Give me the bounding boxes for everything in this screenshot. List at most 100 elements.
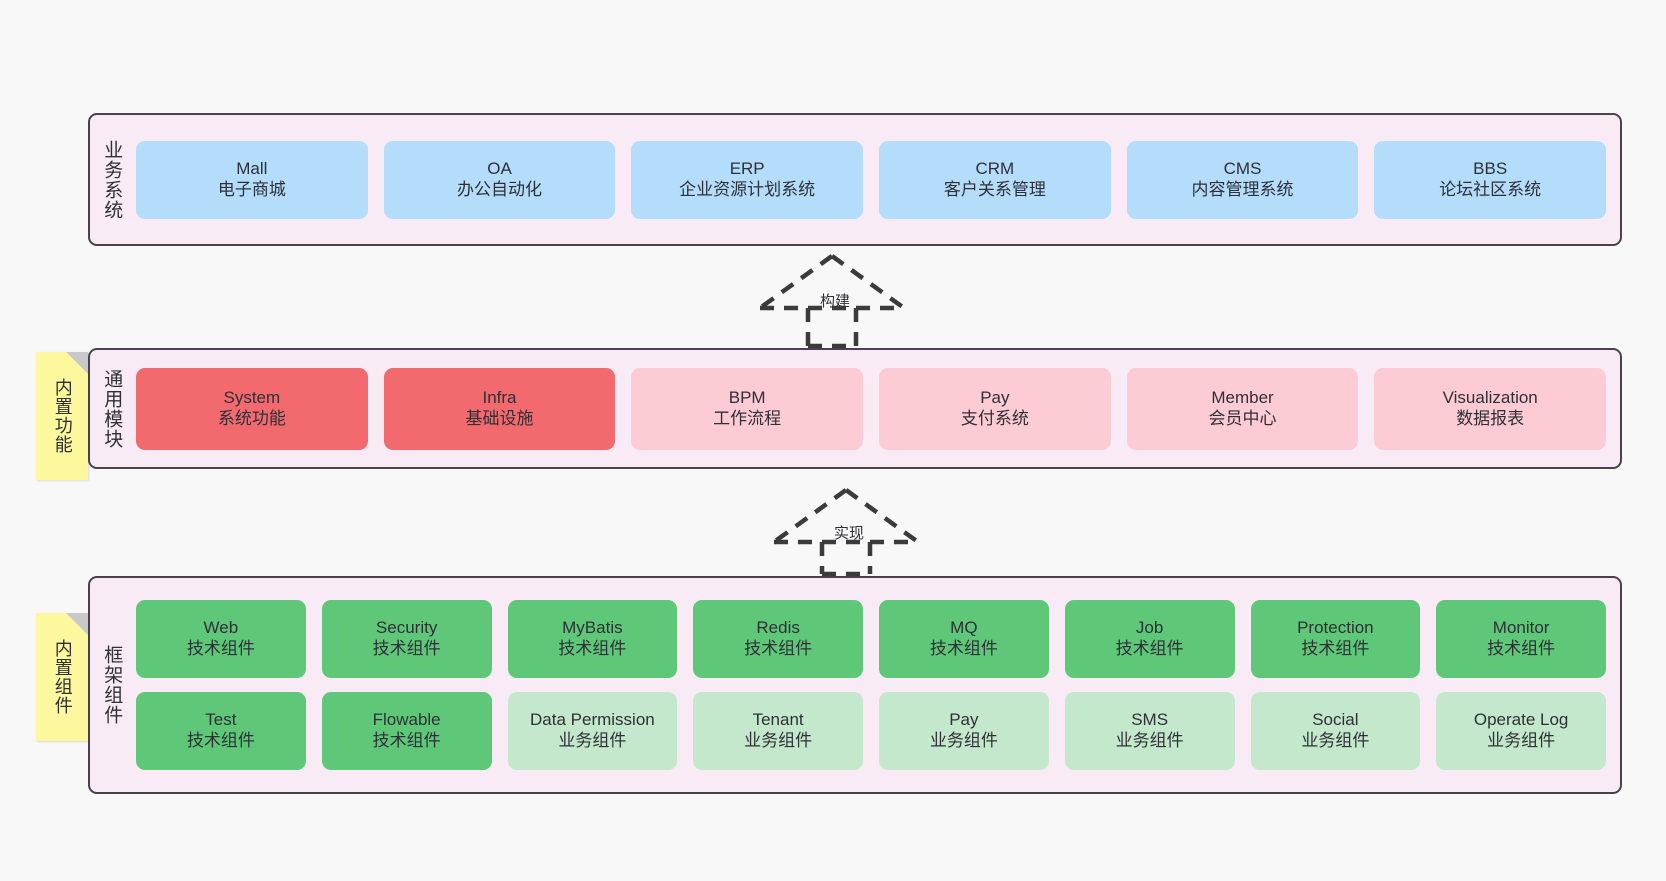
layer-common-modules[interactable]: 通用模块 System 系统功能 Infra 基础设施 BPM 工作流程 Pay… bbox=[88, 348, 1622, 469]
node-sms[interactable]: SMS 业务组件 bbox=[1064, 692, 1235, 770]
node-label-cn: 业务组件 bbox=[1115, 731, 1184, 750]
node-label-cn: 论坛社区系统 bbox=[1439, 179, 1542, 199]
node-bbs[interactable]: BBS 论坛社区系统 bbox=[1374, 140, 1607, 219]
node-job[interactable]: Job 技术组件 bbox=[1064, 600, 1235, 678]
node-operate-log[interactable]: Operate Log 业务组件 bbox=[1436, 692, 1606, 770]
node-cms[interactable]: CMS 内容管理系统 bbox=[1126, 140, 1359, 219]
node-label-cn: 业务组件 bbox=[558, 731, 627, 750]
note-fold-icon bbox=[66, 613, 88, 635]
node-label-cn: 技术组件 bbox=[1115, 639, 1184, 658]
node-visualization[interactable]: Visualization 数据报表 bbox=[1374, 367, 1607, 450]
node-mybatis[interactable]: MyBatis 技术组件 bbox=[507, 600, 678, 678]
node-label-en: OA bbox=[487, 158, 512, 178]
layer-framework-components[interactable]: 框架组件 Web 技术组件 Security 技术组件 MyBatis 技术组件… bbox=[88, 576, 1622, 794]
node-label-cn: 技术组件 bbox=[1487, 639, 1556, 658]
node-label-en: System bbox=[223, 387, 281, 407]
node-label-en: Mall bbox=[236, 158, 268, 178]
node-label-cn: 技术组件 bbox=[186, 731, 255, 750]
node-social[interactable]: Social 业务组件 bbox=[1250, 692, 1421, 770]
note-text: 内置功能 bbox=[52, 378, 73, 454]
node-label-cn: 技术组件 bbox=[372, 731, 441, 750]
node-label-cn: 技术组件 bbox=[372, 639, 441, 658]
node-label-cn: 业务组件 bbox=[1301, 731, 1370, 750]
node-label-en: Monitor bbox=[1492, 618, 1550, 638]
node-erp[interactable]: ERP 企业资源计划系统 bbox=[631, 140, 864, 219]
note-builtin-components: 内置组件 bbox=[36, 613, 88, 741]
dashed-generalization-arrow-icon bbox=[772, 488, 920, 577]
connector-label-implement: 实现 bbox=[834, 525, 865, 542]
note-fold-icon bbox=[66, 352, 88, 374]
layer-body-framework: Web 技术组件 Security 技术组件 MyBatis 技术组件 Redi… bbox=[132, 578, 1620, 792]
node-mall[interactable]: Mall 电子商城 bbox=[136, 140, 368, 219]
node-label-en: Security bbox=[375, 618, 438, 638]
node-label-cn: 业务组件 bbox=[744, 731, 813, 750]
node-label-en: Job bbox=[1135, 618, 1164, 638]
node-protection[interactable]: Protection 技术组件 bbox=[1250, 600, 1421, 678]
layer-body-business: Mall 电子商城 OA 办公自动化 ERP 企业资源计划系统 CRM 客户关系… bbox=[132, 115, 1620, 244]
node-label-cn: 技术组件 bbox=[186, 639, 255, 658]
node-label-cn: 企业资源计划系统 bbox=[679, 179, 816, 199]
layer-body-common: System 系统功能 Infra 基础设施 BPM 工作流程 Pay 支付系统… bbox=[132, 350, 1620, 467]
layer-title-common: 通用模块 bbox=[101, 368, 123, 449]
node-label-cn: 数据报表 bbox=[1456, 408, 1525, 428]
node-monitor[interactable]: Monitor 技术组件 bbox=[1436, 600, 1606, 678]
node-test[interactable]: Test 技术组件 bbox=[136, 692, 306, 770]
node-label-en: Member bbox=[1211, 387, 1274, 407]
node-pay-component[interactable]: Pay 业务组件 bbox=[879, 692, 1049, 770]
node-member[interactable]: Member 会员中心 bbox=[1126, 367, 1359, 450]
node-flowable[interactable]: Flowable 技术组件 bbox=[321, 692, 492, 770]
layer-business-systems[interactable]: 业务系统 Mall 电子商城 OA 办公自动化 ERP 企业资源计划系统 CRM… bbox=[88, 113, 1622, 246]
node-label-en: Operate Log bbox=[1473, 710, 1569, 730]
node-bpm[interactable]: BPM 工作流程 bbox=[631, 367, 864, 450]
node-label-en: SMS bbox=[1131, 710, 1169, 730]
connector-implement: 实现 bbox=[766, 486, 926, 577]
node-label-en: CMS bbox=[1223, 158, 1262, 178]
node-data-permission[interactable]: Data Permission 业务组件 bbox=[507, 692, 678, 770]
node-label-en: Tenant bbox=[752, 710, 804, 730]
node-label-en: Visualization bbox=[1442, 387, 1538, 407]
node-row: Mall 电子商城 OA 办公自动化 ERP 企业资源计划系统 CRM 客户关系… bbox=[136, 140, 1607, 219]
node-label-en: Social bbox=[1312, 710, 1359, 730]
node-row: Web 技术组件 Security 技术组件 MyBatis 技术组件 Redi… bbox=[136, 600, 1606, 678]
node-label-cn: 客户关系管理 bbox=[943, 179, 1046, 199]
node-crm[interactable]: CRM 客户关系管理 bbox=[879, 140, 1111, 219]
node-redis[interactable]: Redis 技术组件 bbox=[693, 600, 863, 678]
node-system[interactable]: System 系统功能 bbox=[136, 367, 368, 450]
node-tenant[interactable]: Tenant 业务组件 bbox=[693, 692, 863, 770]
node-label-en: MQ bbox=[950, 618, 978, 638]
node-web[interactable]: Web 技术组件 bbox=[136, 600, 306, 678]
layer-title-business: 业务系统 bbox=[101, 139, 123, 220]
node-label-cn: 技术组件 bbox=[929, 639, 998, 658]
connector-label-build: 构建 bbox=[820, 293, 851, 310]
node-label-cn: 基础设施 bbox=[465, 408, 534, 428]
layer-title-framework: 框架组件 bbox=[101, 645, 123, 725]
node-label-en: BBS bbox=[1473, 158, 1508, 178]
node-label-cn: 工作流程 bbox=[713, 408, 782, 428]
node-infra[interactable]: Infra 基础设施 bbox=[383, 367, 616, 450]
node-label-cn: 支付系统 bbox=[960, 408, 1029, 428]
node-label-en: Flowable bbox=[372, 710, 441, 730]
node-label-cn: 技术组件 bbox=[558, 639, 627, 658]
node-label-en: ERP bbox=[729, 158, 765, 178]
node-pay-module[interactable]: Pay 支付系统 bbox=[879, 367, 1111, 450]
node-label-en: Protection bbox=[1297, 618, 1374, 638]
dashed-generalization-arrow-icon bbox=[758, 254, 906, 349]
node-row: System 系统功能 Infra 基础设施 BPM 工作流程 Pay 支付系统… bbox=[136, 367, 1607, 450]
connector-build: 构建 bbox=[752, 252, 912, 349]
node-label-en: Redis bbox=[756, 618, 800, 638]
node-label-en: Data Permission bbox=[530, 710, 655, 730]
node-security[interactable]: Security 技术组件 bbox=[321, 600, 492, 678]
note-text: 内置组件 bbox=[52, 639, 73, 715]
node-label-cn: 业务组件 bbox=[929, 731, 998, 750]
node-label-cn: 办公自动化 bbox=[457, 179, 542, 199]
node-label-cn: 电子商城 bbox=[217, 179, 286, 199]
node-label-en: Web bbox=[203, 618, 239, 638]
node-oa[interactable]: OA 办公自动化 bbox=[383, 140, 616, 219]
note-builtin-functions: 内置功能 bbox=[36, 352, 88, 480]
node-label-en: BPM bbox=[728, 387, 766, 407]
node-mq[interactable]: MQ 技术组件 bbox=[879, 600, 1049, 678]
node-label-cn: 业务组件 bbox=[1487, 731, 1556, 750]
node-label-cn: 系统功能 bbox=[217, 408, 286, 428]
node-label-en: Pay bbox=[980, 387, 1010, 407]
